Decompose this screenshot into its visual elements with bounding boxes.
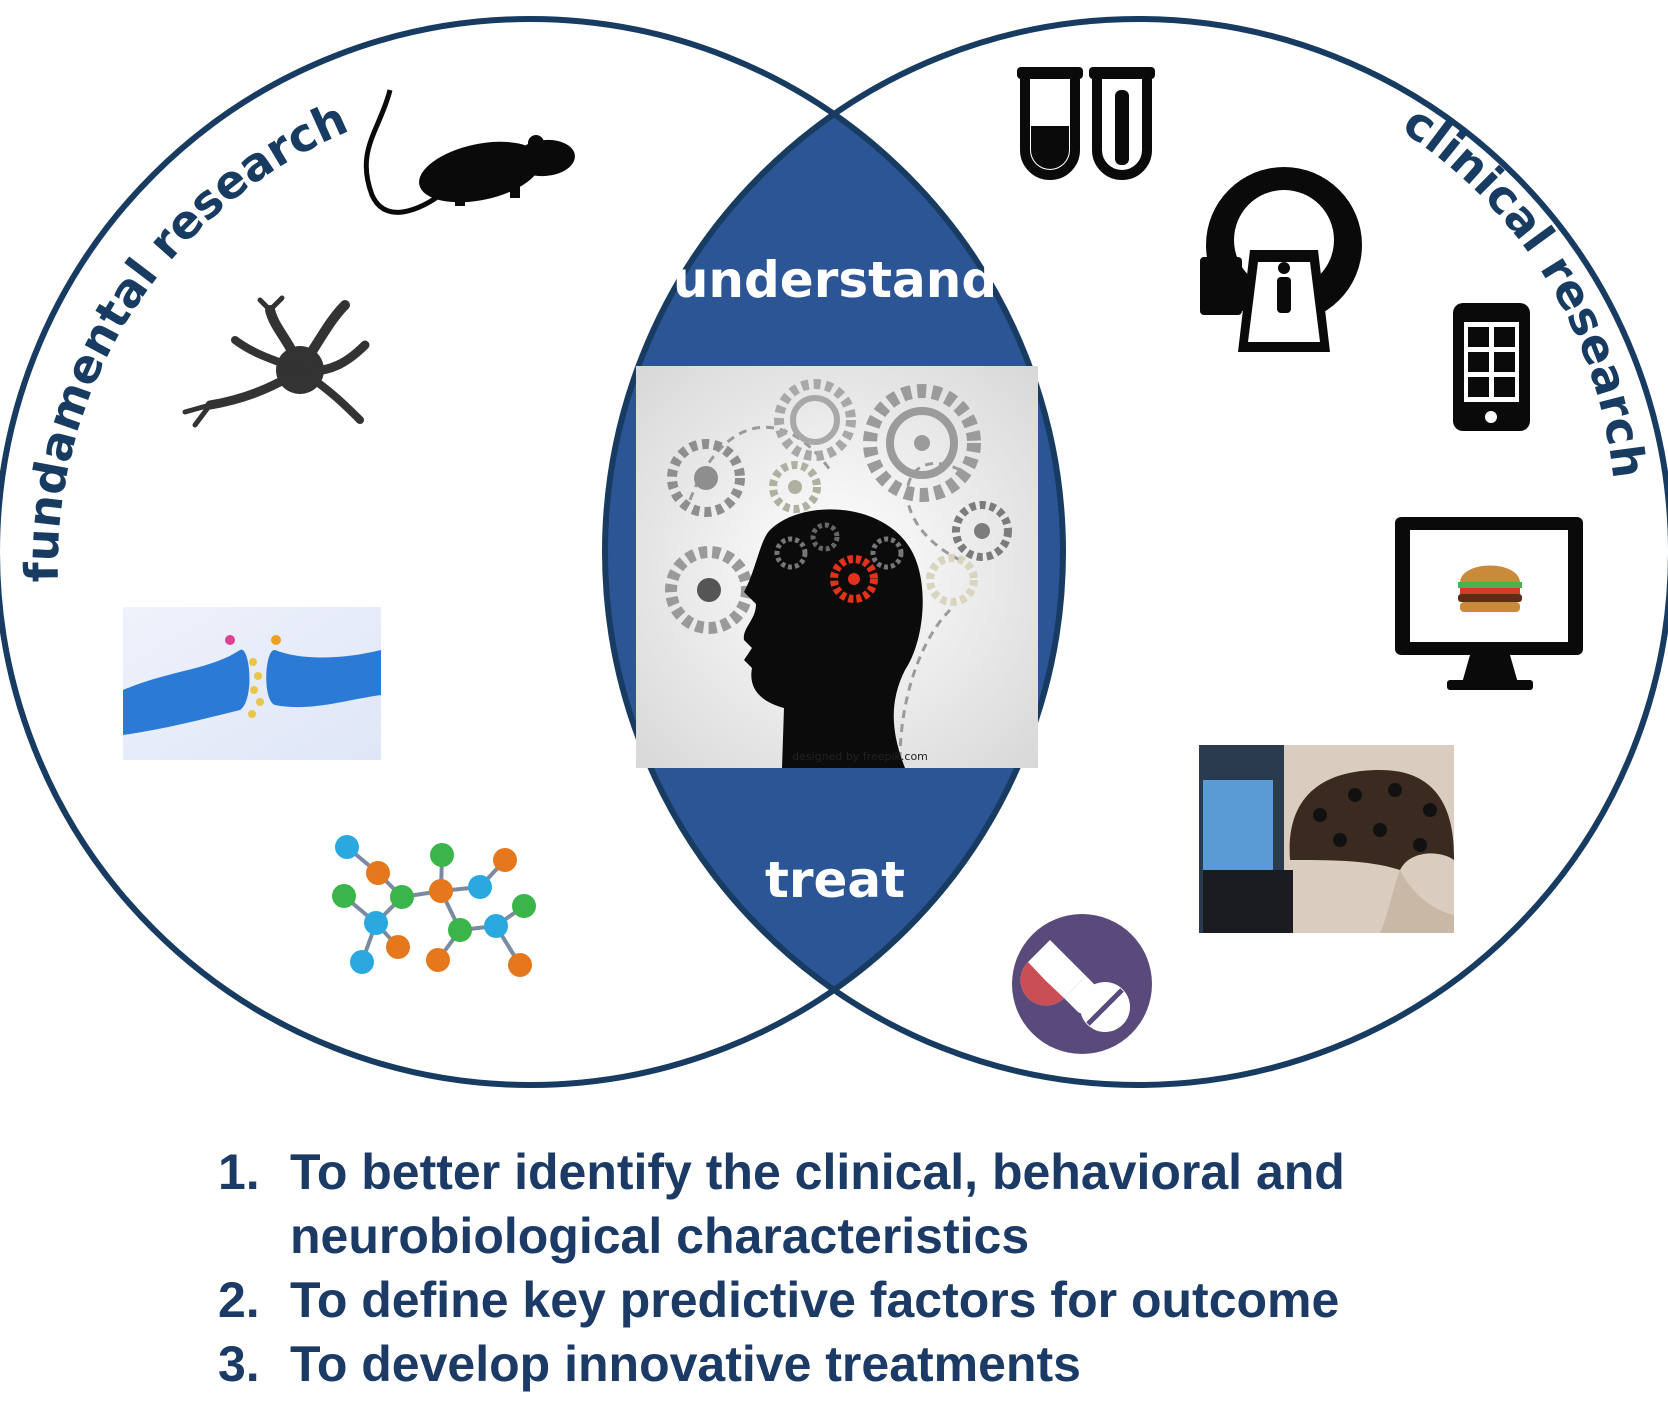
goals-list: 1. To better identify the clinical, beha…	[218, 1140, 1618, 1396]
gear-icon	[926, 554, 978, 606]
head-silhouette	[743, 509, 923, 768]
goal-text-line: To develop innovative treatments	[290, 1336, 1081, 1392]
goal-item: 3. To develop innovative treatments	[218, 1332, 1618, 1396]
synapse-illustration	[123, 607, 381, 760]
goal-text-line: To define key predictive factors for out…	[290, 1272, 1340, 1328]
left-circle-label: fundamental research	[15, 91, 356, 583]
neuron-icon	[182, 295, 370, 428]
goal-number: 1.	[218, 1144, 260, 1200]
left-circle	[0, 16, 1066, 1088]
eeg-cap-photo	[1199, 745, 1455, 933]
treat-label: treat	[765, 851, 905, 909]
molecule-icon	[332, 835, 536, 977]
burger-image	[1458, 565, 1522, 612]
goal-text-line: neurobiological characteristics	[290, 1208, 1030, 1264]
gear-icon	[774, 379, 856, 461]
image-credit: designed by freepik.com	[792, 750, 928, 763]
right-circle	[602, 16, 1668, 1088]
mouse-icon	[363, 89, 575, 215]
goal-text-line: To better identify the clinical, behavio…	[290, 1144, 1345, 1200]
goal-item: 2. To define key predictive factors for …	[218, 1268, 1618, 1332]
pills-icon	[1012, 914, 1152, 1054]
understand-label: understand	[673, 251, 997, 309]
head-gears-illustration: designed by freepik.com	[636, 366, 1038, 768]
smartphone-icon	[1453, 303, 1530, 431]
mri-scanner-icon	[1200, 167, 1362, 352]
gear-icon	[863, 384, 981, 502]
overlap-region	[605, 19, 1063, 1085]
gear-icon	[830, 555, 878, 603]
gear-icon	[667, 439, 745, 517]
test-tubes-icon	[1017, 67, 1155, 180]
goal-number: 2.	[218, 1272, 260, 1328]
monitor-burger-icon	[1395, 517, 1583, 690]
goal-number: 3.	[218, 1336, 260, 1392]
gear-icon	[952, 501, 1012, 561]
gear-icon	[769, 461, 821, 513]
goal-item: 1. To better identify the clinical, beha…	[218, 1140, 1618, 1268]
